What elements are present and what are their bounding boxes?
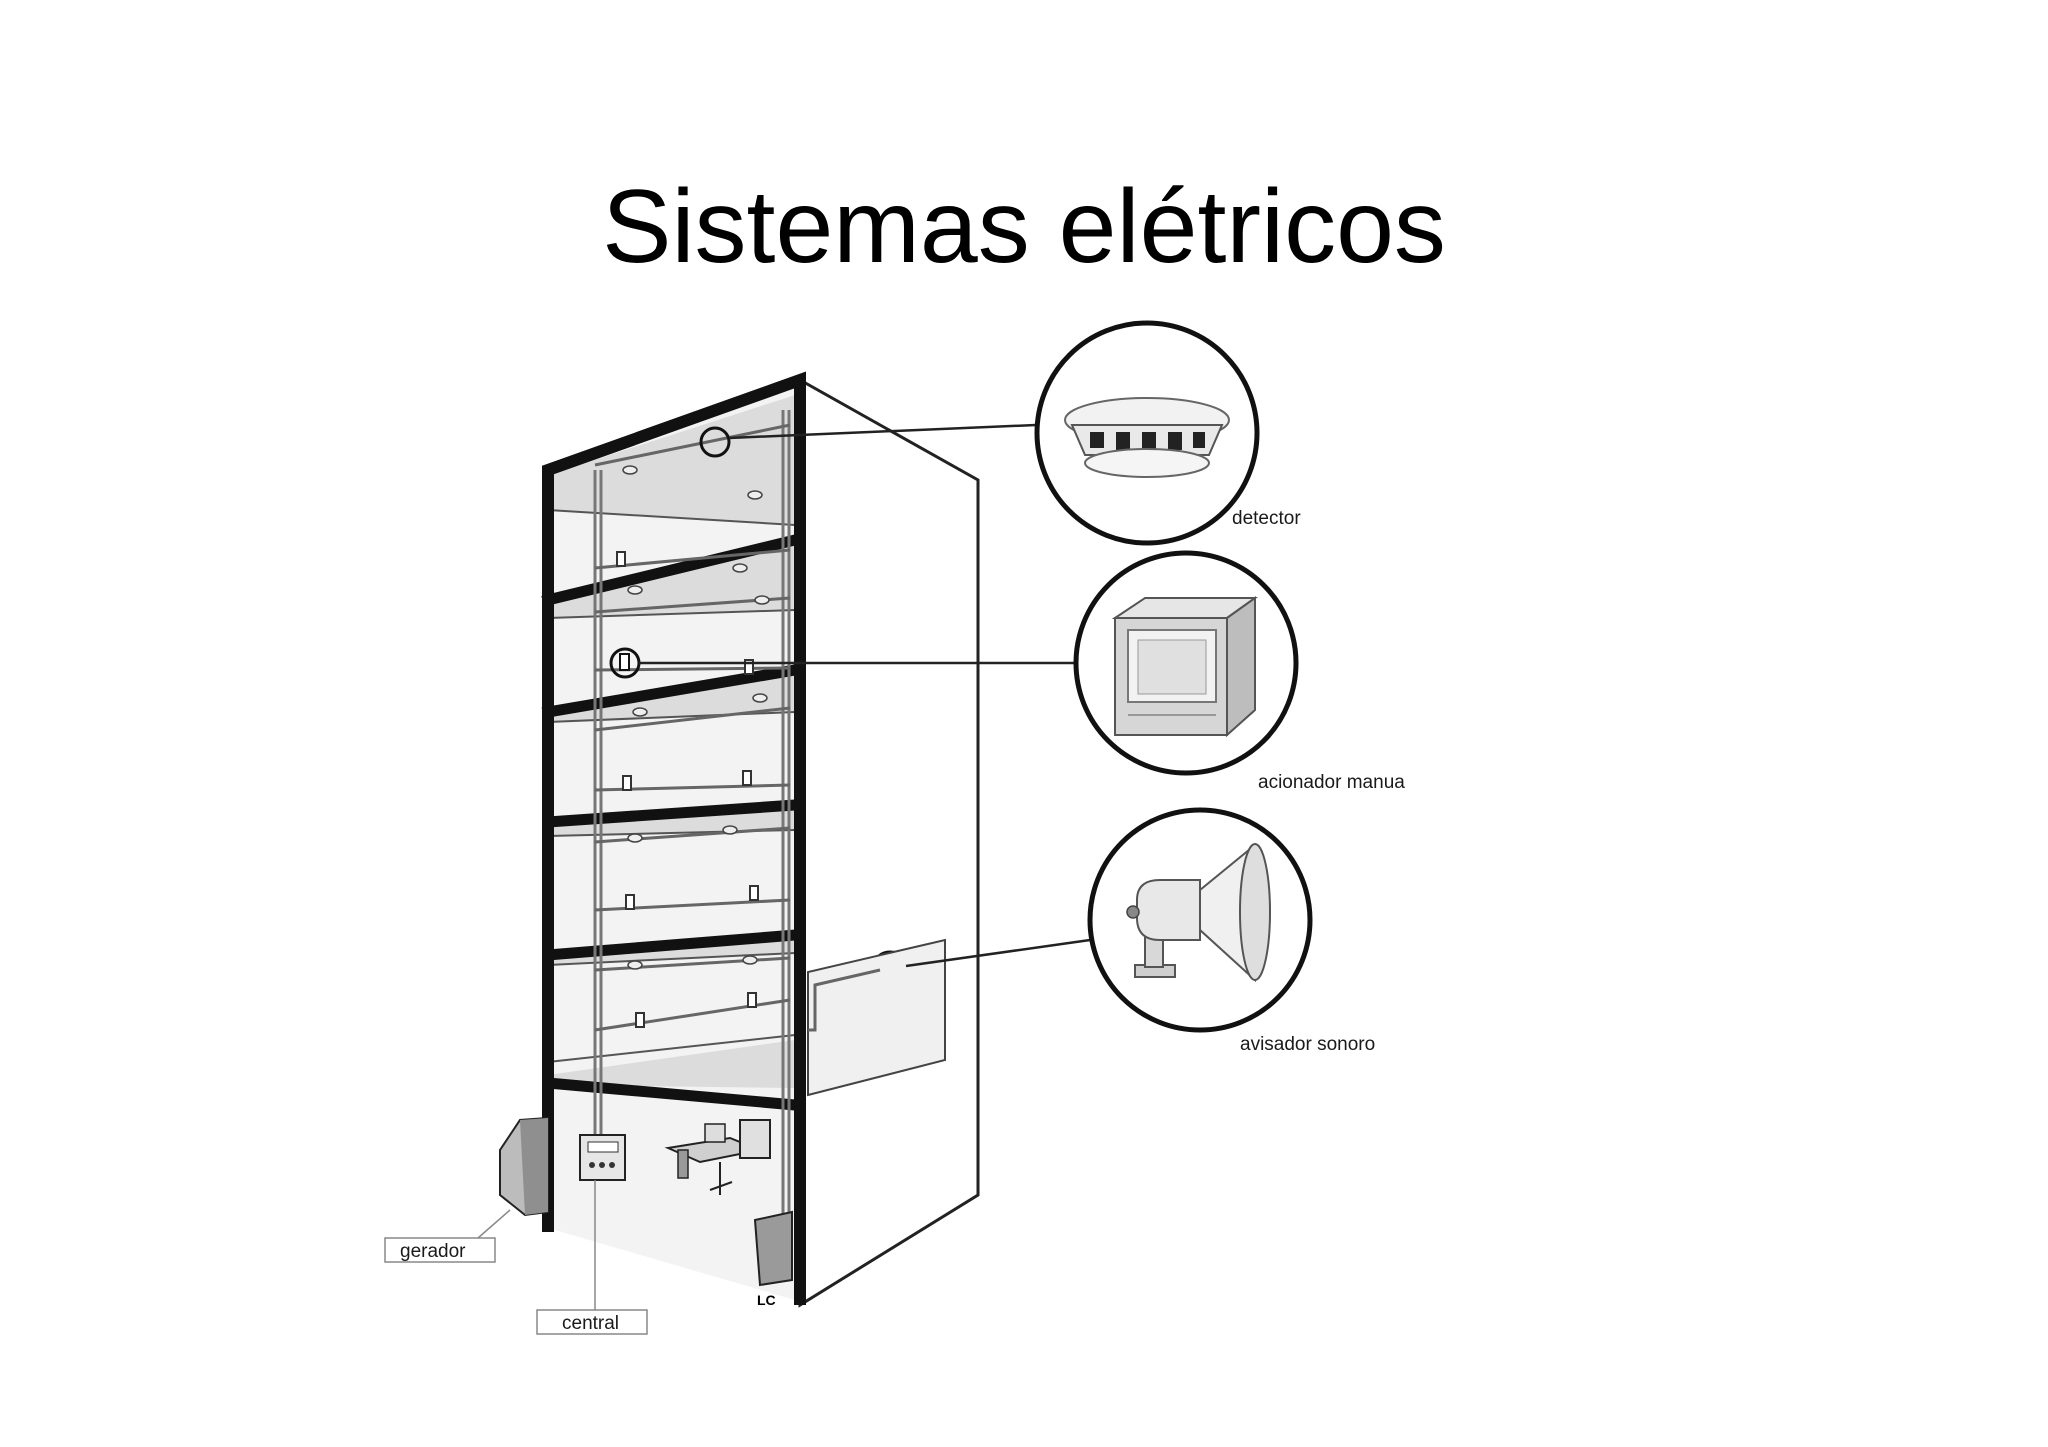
generator-label-box: gerador [384, 1237, 496, 1263]
callout-label-manual: acionador manua [1258, 772, 1405, 793]
manual-call-point-icon [1111, 596, 1259, 738]
central-label-box: central [536, 1309, 648, 1335]
ground-floor-equipment [499, 1116, 793, 1287]
callout-siren: avisador sonoro [1087, 807, 1375, 1055]
building [499, 371, 980, 1308]
smoke-detector-icon [1064, 397, 1230, 478]
horn-siren-icon [1126, 842, 1271, 983]
building-front-frame [542, 371, 806, 1305]
callout-manual: acionador manua [1073, 550, 1405, 793]
lc-marker: LC [757, 1292, 776, 1308]
generator-label: gerador [400, 1241, 466, 1262]
callout-detector: detector [1034, 320, 1301, 546]
leader-lines [469, 423, 1091, 1320]
callout-label-siren: avisador sonoro [1240, 1034, 1375, 1055]
slide-title: Sistemas elétricos [602, 169, 1446, 285]
building-side-wall [798, 377, 980, 1308]
central-label: central [562, 1313, 619, 1334]
callout-label-detector: detector [1232, 508, 1301, 529]
lc-unit [753, 1210, 793, 1287]
floor-slabs [541, 533, 802, 1111]
detector-highlight [699, 426, 731, 458]
